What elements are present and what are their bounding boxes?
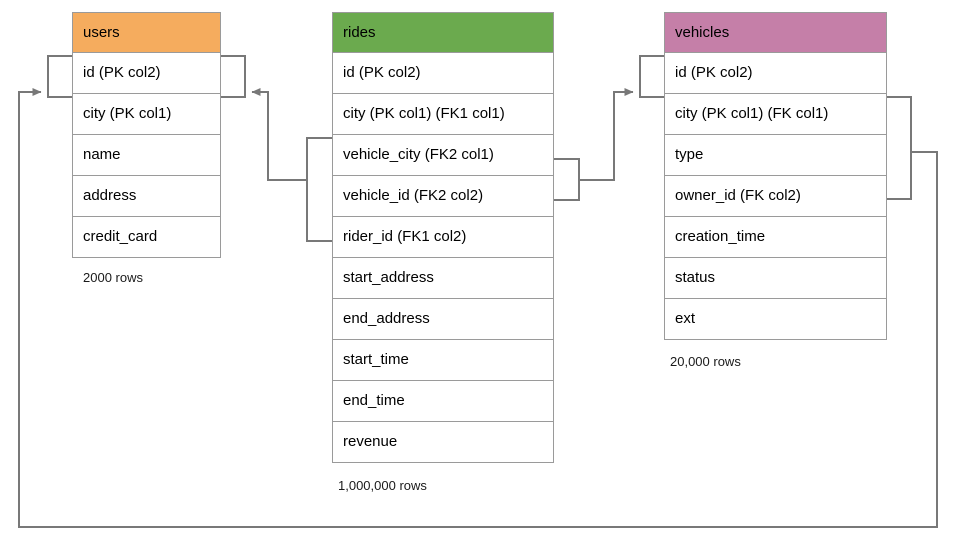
table-header-users: users [72,12,221,53]
column-row[interactable]: end_address [332,299,554,340]
column-row[interactable]: id (PK col2) [72,53,221,94]
column-row[interactable]: id (PK col2) [332,53,554,94]
users-key-bracket [47,55,72,98]
table-header-rides: rides [332,12,554,53]
column-row[interactable]: name [72,135,221,176]
column-row[interactable]: credit_card [72,217,221,258]
row-count-vehicles: 20,000 rows [670,354,741,369]
column-row[interactable]: status [664,258,887,299]
column-row[interactable]: vehicle_id (FK2 col2) [332,176,554,217]
column-row[interactable]: vehicle_city (FK2 col1) [332,135,554,176]
vehicles-key-bracket [639,55,664,98]
column-row[interactable]: address [72,176,221,217]
table-vehicles[interactable]: vehicles id (PK col2) city (PK col1) (FK… [664,12,887,340]
column-row[interactable]: start_time [332,340,554,381]
relationship-fk-vehicles-users [18,88,938,528]
column-row[interactable]: id (PK col2) [664,53,887,94]
row-count-rides: 1,000,000 rows [338,478,427,493]
column-row[interactable]: city (PK col1) [72,94,221,135]
table-users[interactable]: users id (PK col2) city (PK col1) name a… [72,12,221,258]
column-row[interactable]: start_address [332,258,554,299]
column-row[interactable]: creation_time [664,217,887,258]
relationship-fk1-rides-users [251,88,332,242]
relationship-fk2-rides-vehicles [554,88,634,201]
column-row[interactable]: city (PK col1) (FK col1) [664,94,887,135]
column-row[interactable]: end_time [332,381,554,422]
column-row[interactable]: revenue [332,422,554,463]
table-rides[interactable]: rides id (PK col2) city (PK col1) (FK1 c… [332,12,554,463]
column-row[interactable]: city (PK col1) (FK1 col1) [332,94,554,135]
column-row[interactable]: type [664,135,887,176]
users-fk-target-bracket [221,55,246,98]
column-row[interactable]: rider_id (FK1 col2) [332,217,554,258]
table-header-vehicles: vehicles [664,12,887,53]
column-row[interactable]: owner_id (FK col2) [664,176,887,217]
row-count-users: 2000 rows [83,270,143,285]
column-row[interactable]: ext [664,299,887,340]
